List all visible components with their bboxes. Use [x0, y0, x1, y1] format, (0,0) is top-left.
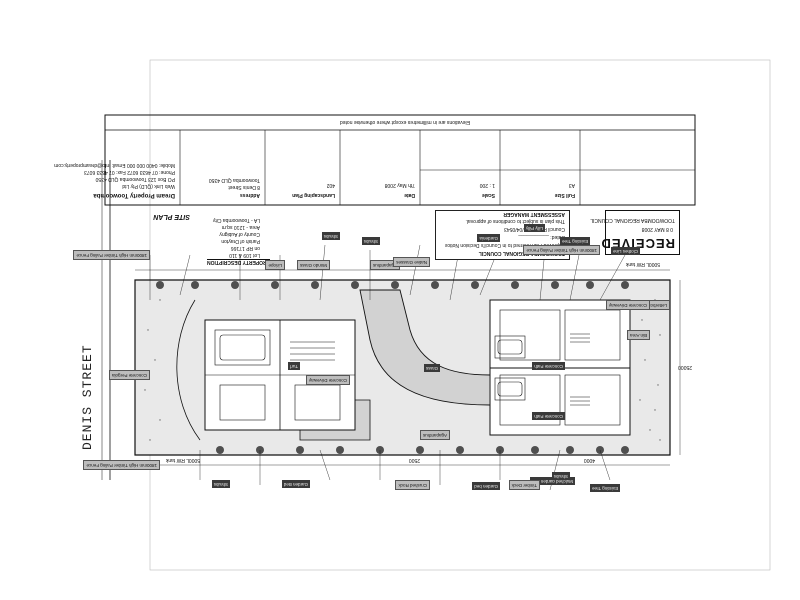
drawing-number: 402 — [326, 182, 335, 188]
label-bin-area: Bin Area — [626, 330, 650, 340]
label-agapanthus-1: Agapanthus — [419, 430, 450, 440]
label-crushed-rock: Crushed Rock — [395, 480, 430, 490]
address-label: Address — [239, 192, 260, 198]
assessment-manager: ASSESSMENT MANAGER — [503, 211, 565, 217]
size-label: Full Size — [554, 192, 575, 198]
label-existing-tree-1: Existing Tree — [559, 237, 590, 245]
dim-top-tank: 5000L RW tank — [625, 261, 660, 267]
scale-value: 1 : 200 — [479, 182, 495, 188]
label-liriope: Liriope — [265, 260, 285, 270]
dim-left: 25000 — [678, 364, 692, 370]
company-line2: Web Link (QLD) Pty Ltd — [122, 183, 175, 189]
property-line-2: on RP 17166 — [230, 245, 260, 251]
date-label: Date — [404, 192, 415, 198]
label-concrete-driveway-1: Concrete Driveway — [605, 300, 650, 310]
received-date: 0 8 MAY 2008 — [641, 226, 673, 232]
address-value: 8 Denis Street — [228, 184, 260, 190]
label-shrubs-1: Shrubs — [361, 237, 380, 245]
received-council: TOOWOOMBA REGIONAL COUNCIL — [590, 217, 675, 223]
size-value: A3 — [568, 182, 575, 188]
label-concrete-path-1: Concrete Path — [532, 362, 565, 370]
company-line5: Mobile: 0400 000 000 Email: info@dreampr… — [54, 162, 175, 168]
label-timber-deck: Timber Deck — [508, 480, 540, 490]
label-clothes-line: Clothes Line — [610, 247, 640, 255]
label-lilly-pilly: Lilly Pilly — [523, 224, 545, 232]
label-gardenia: Gardenia — [477, 234, 500, 242]
approval-line2: Dated: ___________ — [518, 234, 565, 240]
company-line4: Phone: 07 4633 6072 Fax: 07 4633 6073 — [84, 169, 175, 175]
label-shrubs-2: Shrubs — [321, 232, 340, 240]
label-concrete-driveway-2: Concrete Driveway — [305, 375, 350, 385]
label-fence-2: 1800mm High Timber Paling Fence — [83, 460, 160, 470]
label-concrete-pergola: Concrete Pergola — [108, 370, 150, 380]
property-line-3: Parish of Drayton — [221, 238, 260, 244]
property-line-6: LA - Toowoomba City — [212, 217, 260, 223]
label-garden-bed-2: Garden Bed — [281, 480, 310, 488]
property-line-1: Lot 109 & 110 — [229, 252, 260, 258]
property-description-title: PROPERTY DESCRIPTION — [207, 259, 270, 265]
label-grass: Grass — [423, 364, 440, 372]
address-city: Toowoomba QLD 4350 — [208, 177, 260, 183]
label-fence-3: 1800mm High Timber Paling Fence — [523, 245, 600, 255]
date-value: 7th May 2008 — [384, 182, 415, 188]
label-native-grasses: Native Grasses — [393, 257, 430, 267]
dim-right: 4000 — [583, 457, 595, 463]
label-mondo-grass: Mondo Grass — [296, 260, 330, 270]
approval-line4: This plan is subject to conditions of ap… — [465, 218, 566, 224]
site-plan-heading: SITE PLAN — [153, 213, 190, 220]
company-line3: PO Box 123 Toowoomba QLD 4350 — [95, 176, 175, 182]
label-shrubs-3: Shrubs — [551, 472, 570, 480]
label-existing-tree-2: Existing Tree — [589, 484, 620, 492]
label-garden-bed-1: Garden bed — [472, 482, 500, 490]
street-name: DENIS STREET — [80, 344, 95, 450]
dim-driveway: 2500 — [408, 457, 420, 463]
property-line-4: County of Aubigny — [219, 231, 260, 237]
label-shrubs-4: Shrubs — [211, 480, 230, 488]
scale-label: Scale — [481, 192, 495, 198]
drawing-label: Landscaping Plan — [292, 192, 335, 198]
company-name: Dream Property Toowoomba — [93, 192, 175, 198]
property-line-5: Area - 1210 sq.m — [221, 224, 260, 230]
label-concrete-path-2: Concrete Path — [532, 412, 565, 420]
dim-bottom-tank: 5000L RW tank — [165, 457, 200, 463]
label-fence-1: 1800mm High Timber Paling Fence — [73, 250, 150, 260]
label-turf: Turf — [288, 362, 300, 370]
elevation-note: Elevations are in millimetres except whe… — [339, 119, 470, 125]
